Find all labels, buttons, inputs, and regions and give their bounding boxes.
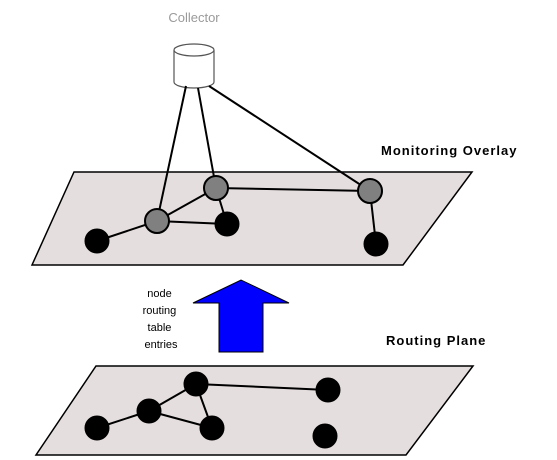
router-node	[312, 423, 338, 449]
router-node	[315, 377, 341, 403]
transfer-arrow-label: node routing table entries	[143, 288, 180, 351]
monitoring-overlay-label: Monitoring Overlay	[381, 143, 517, 158]
collector-label: Collector	[168, 10, 220, 25]
router-node	[183, 371, 209, 397]
router-node	[136, 398, 162, 424]
router-node	[84, 228, 110, 254]
routing-plane	[34, 365, 475, 456]
collector-link	[156, 85, 187, 222]
routing-edge	[195, 383, 329, 391]
arrow-label-line: node	[147, 288, 171, 300]
database-cylinder-icon	[173, 43, 215, 89]
monitor-node	[144, 208, 170, 234]
router-node	[84, 415, 110, 441]
router-node	[214, 211, 240, 237]
collector-link	[208, 85, 371, 192]
collector-link	[197, 87, 217, 189]
router-node	[199, 415, 225, 441]
router-node	[363, 231, 389, 257]
arrow-label-line: entries	[144, 339, 178, 351]
monitor-node	[203, 175, 229, 201]
up-arrow-icon	[192, 279, 290, 353]
routing-plane-label: Routing Plane	[386, 333, 486, 348]
arrow-label-line: table	[148, 322, 172, 334]
overlay-edge	[215, 187, 371, 192]
monitor-node	[357, 178, 383, 204]
arrow-label-line: routing	[143, 305, 177, 317]
